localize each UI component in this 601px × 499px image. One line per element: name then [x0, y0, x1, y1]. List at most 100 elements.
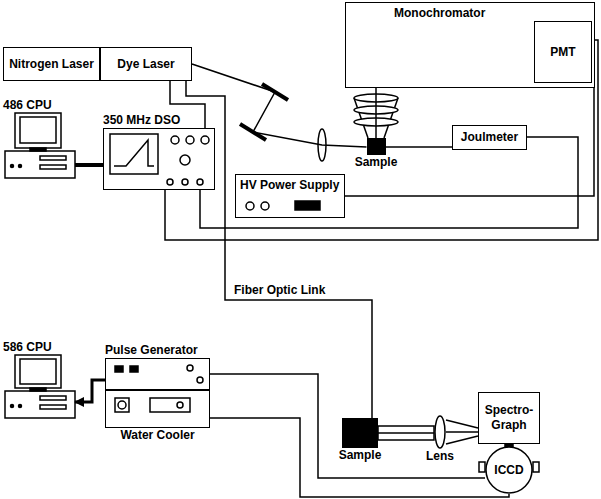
spectrograph-box-outline: Spectro- Graph	[478, 392, 540, 444]
connector	[75, 380, 105, 402]
knob	[171, 136, 179, 144]
node-label: Sample	[355, 155, 398, 170]
laser-box: Dye Laser	[100, 47, 192, 81]
node-label: ICCD	[494, 463, 523, 478]
power-supply: HV Power Supply	[235, 174, 345, 218]
camera-circle: ICCD	[485, 446, 533, 494]
pulse-generator: Pulse Generator	[105, 343, 210, 390]
connector-label: Fiber Optic Link	[232, 283, 327, 298]
lens: Lens	[418, 415, 462, 464]
connector	[386, 146, 453, 148]
node-label: Spectro- Graph	[482, 403, 536, 433]
jack	[167, 179, 173, 185]
computer-outline	[3, 355, 75, 433]
tube	[378, 426, 434, 440]
sample: Sample	[346, 138, 406, 170]
lens	[435, 416, 445, 448]
connector	[200, 137, 578, 228]
screen	[20, 359, 56, 384]
drive-slot	[40, 396, 66, 400]
camera-knob	[533, 462, 539, 472]
knob	[186, 136, 194, 144]
sample: Sample	[330, 418, 390, 463]
switch	[130, 366, 138, 372]
node-label: PMT	[550, 45, 575, 60]
knob	[197, 377, 203, 383]
node-label: 350 MHz DSO	[103, 113, 180, 128]
led	[11, 405, 14, 408]
connector	[75, 163, 103, 167]
sample-outline	[342, 418, 378, 448]
connector	[446, 431, 478, 433]
display	[295, 201, 320, 210]
gauge	[115, 398, 129, 412]
node-label: Monochromator	[394, 6, 485, 21]
node-label: Sample	[339, 448, 382, 463]
camera-circle	[486, 447, 532, 493]
spectrograph-box: Spectro- Graph	[478, 392, 540, 444]
scope-trace	[114, 140, 154, 166]
knob	[180, 155, 190, 165]
water-cooler: Water Cooler	[105, 390, 210, 443]
laser-box-outline: Nitrogen Laser	[3, 47, 100, 81]
camera-knob	[479, 462, 485, 472]
connector	[210, 374, 485, 478]
lens-outline	[434, 415, 446, 449]
laser-box-outline: Dye Laser	[100, 47, 192, 81]
instrument-box: MonochromatorPMT	[345, 2, 595, 88]
node-label: 486 CPU	[3, 98, 52, 113]
node-label: Pulse Generator	[105, 343, 198, 358]
pulse-generator-outline	[105, 358, 210, 390]
panel	[150, 398, 190, 412]
switch	[115, 366, 123, 372]
computer-outline	[3, 113, 75, 178]
jack	[182, 179, 188, 185]
light-ray	[446, 436, 478, 444]
power-supply-outline: HV Power Supply	[235, 174, 345, 218]
joulemeter-box-outline: Joulmeter	[452, 125, 527, 150]
joulemeter-box: Joulmeter	[452, 125, 527, 150]
scope-screen	[110, 134, 158, 174]
led	[19, 405, 22, 408]
node-label: Lens	[426, 449, 454, 464]
drive-slot	[40, 405, 66, 409]
light-ray	[446, 420, 478, 428]
oscilloscope-outline	[103, 128, 215, 190]
node-label: Water Cooler	[120, 428, 194, 443]
computer: 586 CPU	[3, 340, 75, 433]
detector-box: PMT	[534, 21, 592, 83]
connector	[210, 418, 509, 497]
node-label: Dye Laser	[117, 57, 174, 72]
drive-slot	[40, 156, 66, 160]
node-label: Nitrogen Laser	[9, 57, 94, 72]
computer-case	[5, 391, 75, 418]
connector	[375, 88, 377, 138]
node-label: 586 CPU	[3, 340, 52, 355]
knob	[246, 202, 254, 210]
knob	[177, 402, 183, 408]
lens-shape	[434, 415, 446, 449]
node-label: Joulmeter	[461, 130, 518, 145]
gauge-dial	[118, 401, 126, 409]
led	[19, 165, 22, 168]
connector	[192, 64, 367, 147]
sample-outline	[367, 138, 386, 155]
monitor	[15, 355, 61, 388]
instrument-box-outline: MonochromatorPMT	[345, 2, 595, 88]
detector-box-outline: PMT	[534, 21, 592, 83]
screen	[20, 117, 56, 143]
knob	[187, 365, 193, 371]
connector	[186, 81, 372, 418]
led	[11, 165, 14, 168]
jack	[197, 179, 203, 185]
drive-slot	[40, 165, 66, 169]
camera-circle-outline: ICCD	[485, 446, 533, 494]
monitor	[15, 113, 61, 148]
connector	[378, 432, 434, 434]
computer-case	[5, 151, 75, 178]
node-label: HV Power Supply	[240, 178, 339, 193]
oscilloscope: 350 MHz DSO	[103, 113, 215, 190]
knob	[261, 202, 269, 210]
